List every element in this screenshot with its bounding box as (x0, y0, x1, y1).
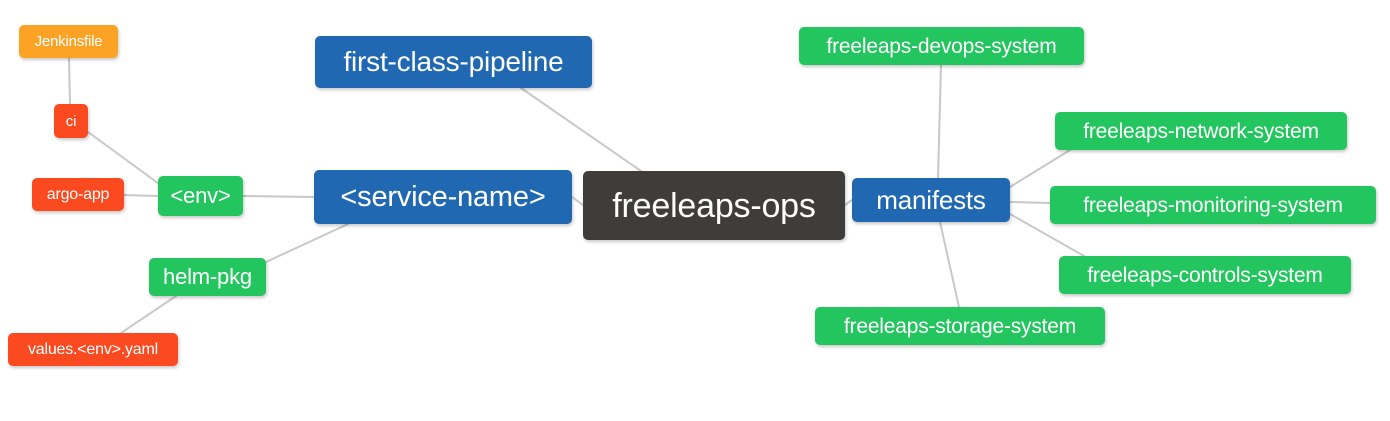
node-freeleaps-network-system[interactable]: freeleaps-network-system (1055, 112, 1347, 150)
node-freeleaps-monitoring-system[interactable]: freeleaps-monitoring-system (1050, 186, 1376, 224)
node-jenkinsfile[interactable]: Jenkinsfile (19, 25, 118, 58)
edge-freeleaps-ops-to-first-class-pipeline (520, 87, 642, 172)
edge-ci-to-jenkinsfile (68, 57, 71, 105)
edge-freeleaps-ops-to-manifests (844, 199, 853, 206)
node-ci[interactable]: ci (54, 104, 88, 138)
node-helm-pkg[interactable]: helm-pkg (149, 258, 266, 296)
node-argo-app[interactable]: argo-app (32, 178, 124, 211)
edge-manifests-to-freeleaps-storage-system (939, 221, 960, 308)
edge-freeleaps-ops-to-service-name (571, 196, 584, 206)
node-first-class-pipeline[interactable]: first-class-pipeline (315, 36, 592, 88)
node-freeleaps-devops-system[interactable]: freeleaps-devops-system (799, 27, 1084, 65)
edge-helm-pkg-to-values-env-yaml (120, 295, 177, 334)
node-env[interactable]: <env> (158, 176, 243, 216)
node-freeleaps-storage-system[interactable]: freeleaps-storage-system (815, 307, 1105, 345)
node-manifests[interactable]: manifests (852, 178, 1010, 222)
node-freeleaps-controls-system[interactable]: freeleaps-controls-system (1059, 256, 1351, 294)
edge-manifests-to-freeleaps-devops-system (937, 64, 942, 179)
edge-service-name-to-env (242, 195, 315, 198)
node-freeleaps-ops[interactable]: freeleaps-ops (583, 171, 845, 240)
edge-manifests-to-freeleaps-network-system (1009, 149, 1071, 188)
edge-env-to-argo-app (123, 194, 159, 197)
node-values-env-yaml[interactable]: values.<env>.yaml (8, 333, 178, 366)
node-service-name[interactable]: <service-name> (314, 170, 572, 224)
edge-service-name-to-helm-pkg (265, 223, 349, 263)
edge-manifests-to-freeleaps-monitoring-system (1009, 201, 1051, 204)
